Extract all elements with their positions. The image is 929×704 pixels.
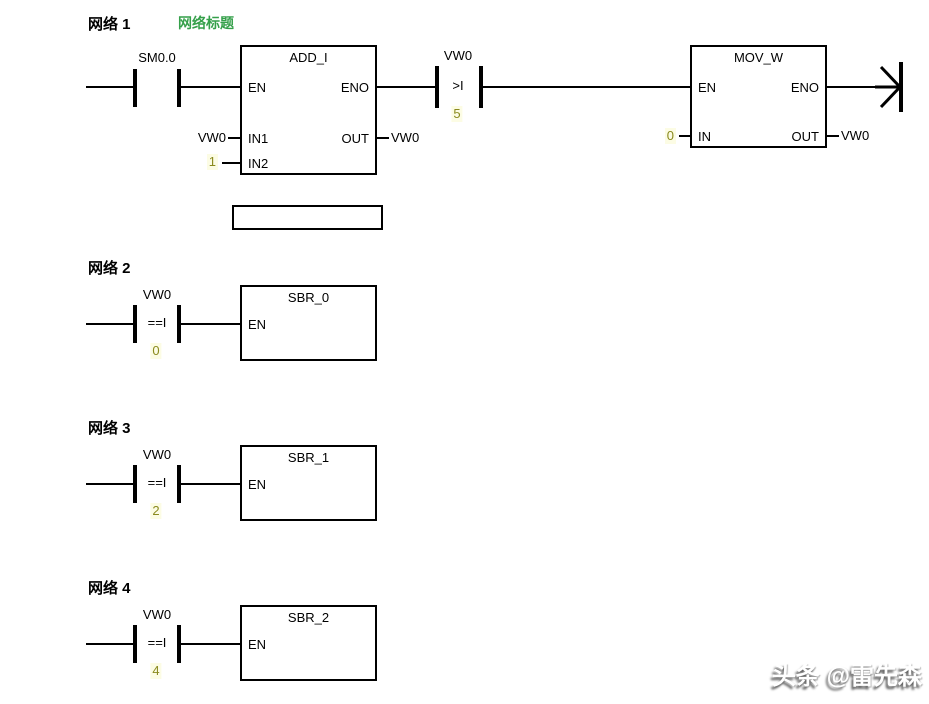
wire <box>86 323 133 325</box>
pin-en: EN <box>698 80 717 95</box>
contact-compare-value[interactable]: 5 <box>451 106 463 122</box>
contact-bar <box>133 625 137 663</box>
contact-operator: >I <box>452 78 464 93</box>
contact-bar <box>177 625 181 663</box>
pin-eno: ENO <box>790 80 819 95</box>
watermark-text: 头条 @雷先森 <box>771 663 922 690</box>
contact-bar <box>177 69 181 107</box>
pin-en: EN <box>248 317 267 332</box>
block-mov-w[interactable]: MOV_W EN ENO IN OUT <box>690 45 827 148</box>
mov-in-value[interactable]: 0 <box>664 128 676 144</box>
block-add-i[interactable]: ADD_I EN ENO IN1 OUT IN2 <box>240 45 377 175</box>
pin-in: IN <box>698 129 711 144</box>
pin-stub <box>679 135 690 137</box>
pin-stub <box>222 162 240 164</box>
wire <box>181 323 240 325</box>
wire <box>181 483 240 485</box>
pin-eno: ENO <box>340 80 369 95</box>
mov-out-operand[interactable]: VW0 <box>841 128 870 143</box>
network-2-label: 网络 2 <box>88 260 131 277</box>
wire <box>827 86 895 88</box>
contact-compare-value[interactable]: 0 <box>150 343 162 359</box>
contact-compare-value[interactable]: 2 <box>150 503 162 519</box>
contact-bar <box>435 66 439 108</box>
pin-out: OUT <box>341 131 369 146</box>
pin-en: EN <box>248 477 267 492</box>
contact-operator: ==I <box>147 315 167 330</box>
network-4-label: 网络 4 <box>88 580 131 597</box>
pin-en: EN <box>248 637 267 652</box>
contact-bar <box>133 465 137 503</box>
contact-operand[interactable]: VW0 <box>142 287 172 302</box>
pin-stub <box>827 135 839 137</box>
wire <box>377 86 435 88</box>
rung-end-arrow-icon <box>875 62 903 112</box>
contact-operand[interactable]: VW0 <box>443 48 473 63</box>
add-in2-value[interactable]: 1 <box>206 154 218 170</box>
block-title: SBR_1 <box>287 450 330 465</box>
add-out-operand[interactable]: VW0 <box>391 130 420 145</box>
contact-compare-value[interactable]: 4 <box>150 663 162 679</box>
block-sbr-0[interactable]: SBR_0 EN <box>240 285 377 361</box>
contact-operand[interactable]: VW0 <box>142 447 172 462</box>
contact-operand[interactable]: VW0 <box>142 607 172 622</box>
wire <box>86 483 133 485</box>
contact-operator: ==I <box>147 475 167 490</box>
wire <box>86 643 133 645</box>
network-1-label: 网络 1 <box>88 16 131 33</box>
network-3-label: 网络 3 <box>88 420 131 437</box>
block-title: SBR_2 <box>287 610 330 625</box>
contact-operator: ==I <box>147 635 167 650</box>
pin-in1: IN1 <box>248 131 269 146</box>
block-title: ADD_I <box>289 50 328 65</box>
block-sbr-2[interactable]: SBR_2 EN <box>240 605 377 681</box>
wire <box>86 86 133 88</box>
contact-bar <box>133 305 137 343</box>
wire <box>181 643 240 645</box>
network-1-title[interactable]: 网络标题 <box>178 15 234 31</box>
network-comment-box[interactable] <box>232 205 383 230</box>
contact-operand[interactable]: SM0.0 <box>138 50 176 65</box>
wire <box>483 86 690 88</box>
contact-bar <box>177 465 181 503</box>
contact-bar <box>479 66 483 108</box>
add-in1-operand[interactable]: VW0 <box>197 130 226 145</box>
pin-en: EN <box>248 80 267 95</box>
pin-stub <box>228 137 240 139</box>
block-title: SBR_0 <box>287 290 330 305</box>
contact-bar <box>133 69 137 107</box>
wire <box>181 86 240 88</box>
block-title: MOV_W <box>733 50 784 65</box>
contact-bar <box>177 305 181 343</box>
pin-in2: IN2 <box>248 156 269 171</box>
block-sbr-1[interactable]: SBR_1 EN <box>240 445 377 521</box>
pin-out: OUT <box>791 129 819 144</box>
pin-stub <box>377 137 389 139</box>
